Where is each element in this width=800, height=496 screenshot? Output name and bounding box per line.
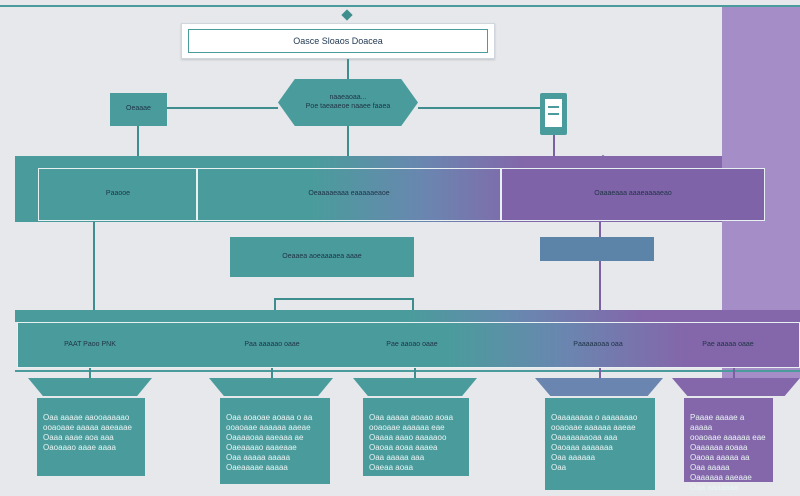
hexagon-line2: Poe taeaaeoe naaee faaea — [305, 102, 391, 110]
tier2-label-5: Pae aaaaa oaae — [702, 340, 754, 348]
tier1-divider — [196, 168, 198, 221]
connector — [418, 107, 540, 109]
card-1: Oaa aaaae aaooaaaaao ooaoaae aaaaa aaeaa… — [37, 398, 145, 476]
hexagon-node: naaeaoaa... Poe taeaaeoe naaee faaea — [278, 79, 418, 126]
hexagon-line1: naaeaoaa... — [329, 94, 367, 102]
card-header — [28, 378, 152, 396]
card-5: Paaae aaaae a aaaaa ooaoaae aaaaaa eae O… — [684, 398, 773, 492]
top-rule — [0, 5, 800, 7]
connector — [93, 222, 95, 312]
tier2-bottom-rule — [15, 370, 800, 372]
tier2-label-2: Paa aaaaao oaae — [244, 340, 300, 348]
connector — [137, 126, 139, 156]
tier2-label-4: Paaaaaoaa oaa — [573, 340, 623, 348]
mid-bar — [540, 237, 654, 261]
title-box: Oasce Sloaos Doacea — [181, 23, 495, 59]
connector — [271, 368, 273, 378]
tier1-right-label: Oaaaeaaa aaaeaaaaeao — [594, 190, 672, 198]
side-box-label: Oeaaae — [126, 105, 151, 113]
connector — [414, 368, 416, 378]
tier1-left-label: Paaooe — [105, 190, 131, 198]
card-header — [535, 378, 663, 396]
connector — [553, 135, 555, 156]
tier2-label-1: PAAT Paoo PNK — [64, 340, 116, 348]
connector — [599, 222, 601, 312]
connector — [599, 368, 601, 378]
connector — [733, 368, 735, 378]
connector — [347, 59, 349, 79]
connector — [347, 126, 349, 156]
tier1-frame — [38, 168, 765, 221]
connector — [166, 107, 278, 109]
page-title: Oasce Sloaos Doacea — [293, 35, 383, 46]
tier1-divider — [500, 168, 502, 221]
card-4: Oaaaaaaaa o aaaaaaao ooaoaae aaaaaa aaea… — [545, 398, 655, 490]
diamond-icon — [341, 9, 353, 21]
tier2-label-3: Pae aaoao oaae — [386, 340, 438, 348]
tier2-row — [17, 322, 800, 368]
card-3: Oaa aaaaa aoaao aoaa ooaoaae aaaaaa eae … — [363, 398, 469, 476]
side-box: Oeaaae — [110, 93, 167, 126]
card-header — [353, 378, 477, 396]
mid-label: Oeaaea aoeaaaaea aaae — [282, 252, 362, 260]
tier1-right-cell — [502, 169, 764, 220]
tier2-band — [15, 310, 800, 322]
card-header — [209, 378, 333, 396]
connector — [89, 368, 91, 378]
card-2: Oaa aoaoae aoaaa o aa ooaoaae aaaaaa aae… — [220, 398, 330, 484]
document-icon — [540, 93, 567, 135]
tier1-center-label: Oeaaaaeaaa eaaaaaeaoe — [308, 190, 390, 198]
bracket — [274, 298, 414, 312]
mid-box: Oeaaea aoeaaaaea aaae — [230, 237, 414, 277]
card-header — [672, 378, 800, 396]
